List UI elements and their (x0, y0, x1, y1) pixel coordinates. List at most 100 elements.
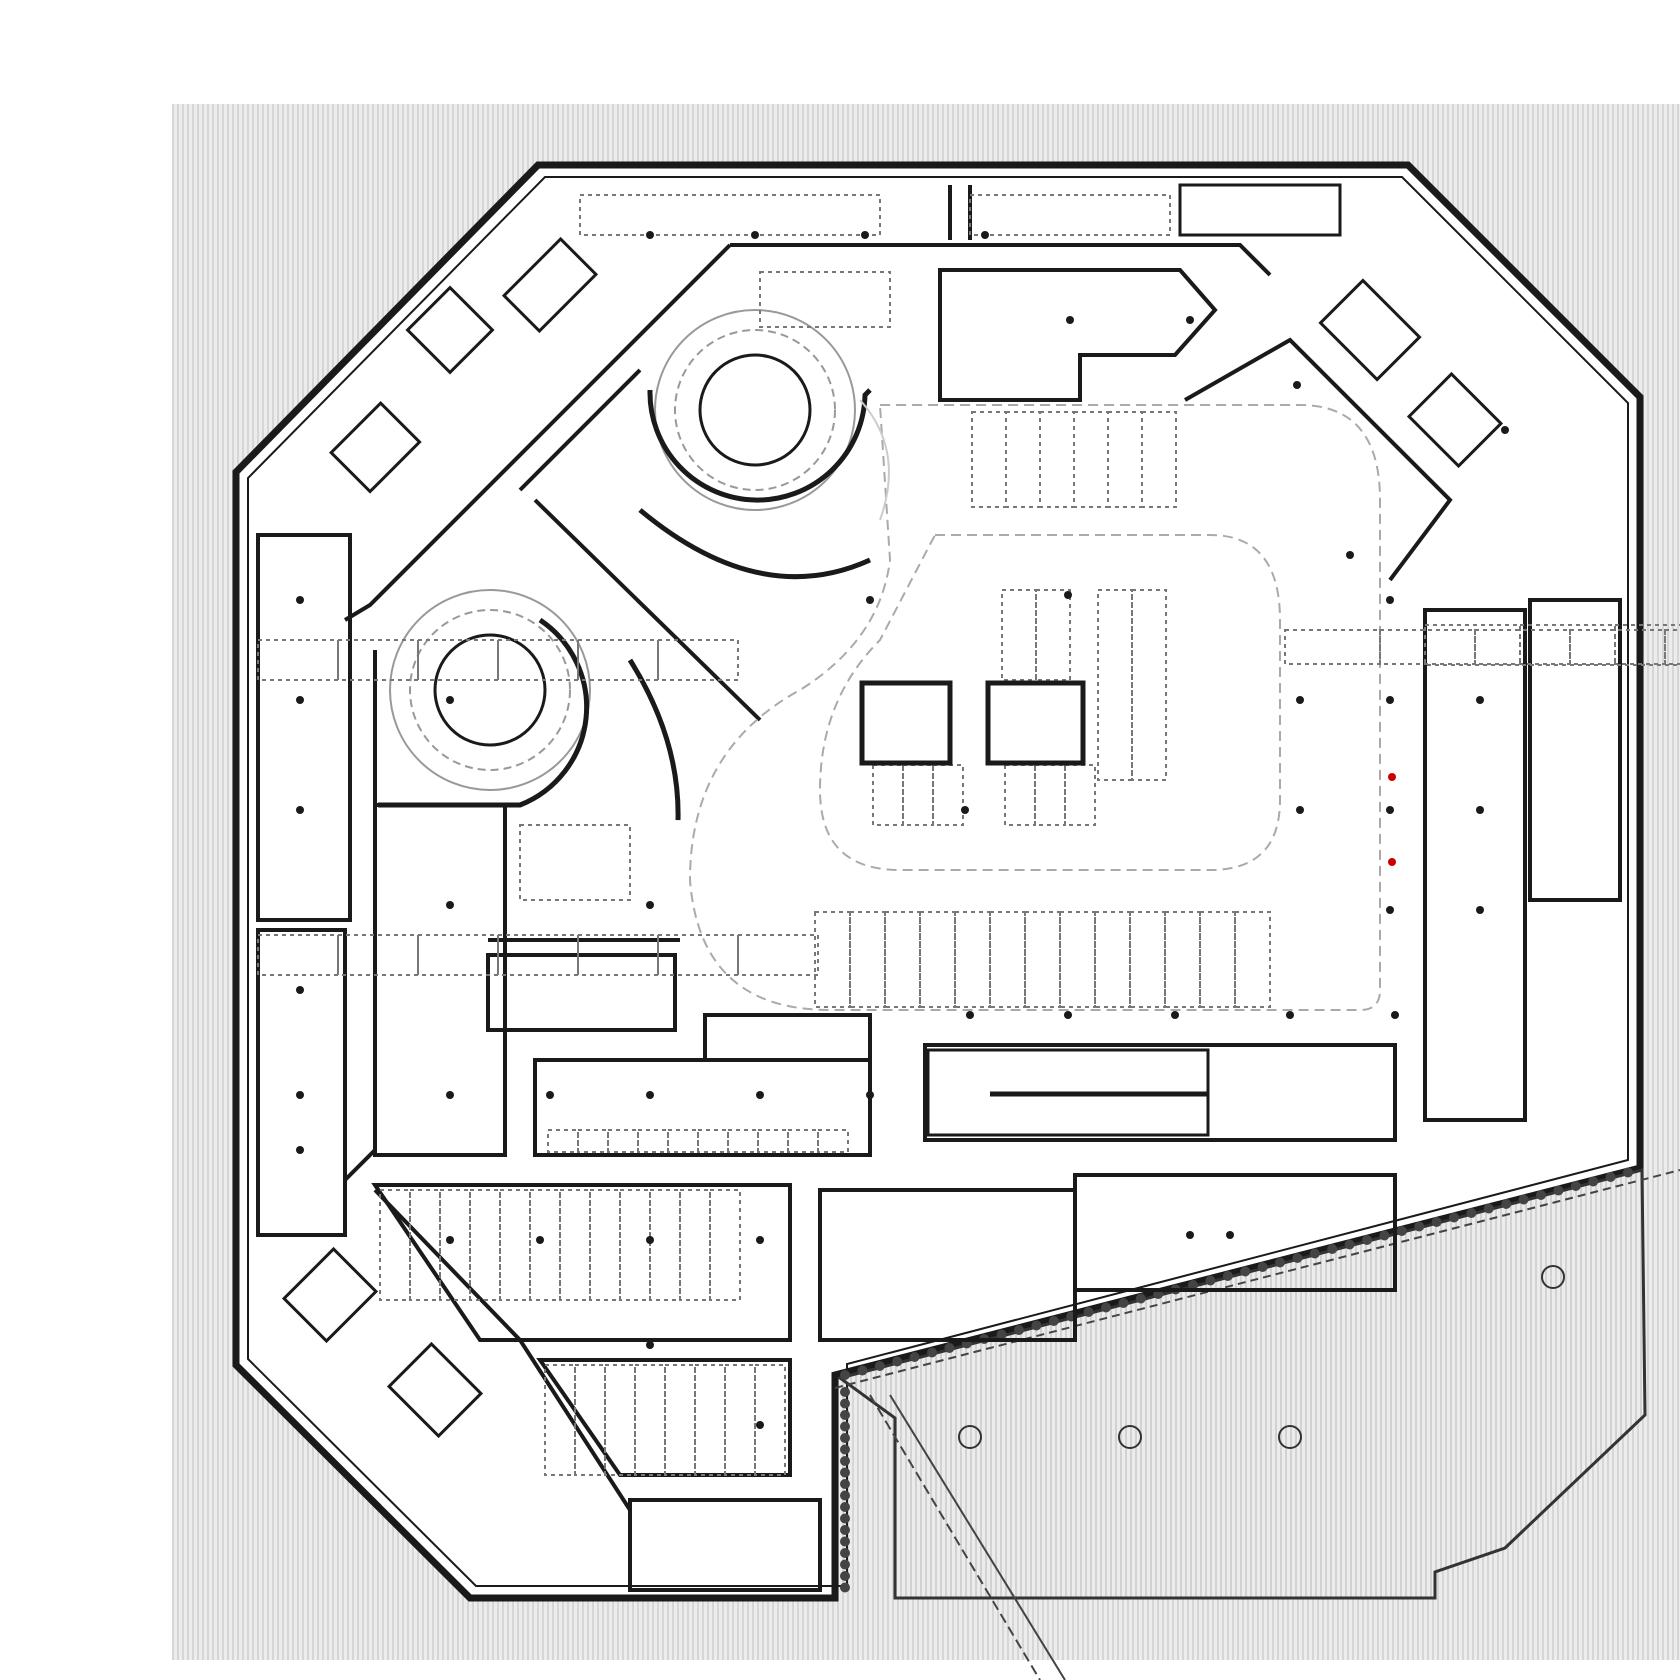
ramp-core (433, 633, 547, 747)
parking-stall (759, 271, 891, 328)
column (296, 1091, 304, 1099)
tree (1483, 1203, 1494, 1214)
parking-stall (932, 764, 964, 826)
parking-stall (589, 1189, 621, 1301)
parking-stall (757, 1129, 789, 1153)
parking-stall (754, 1364, 786, 1476)
tree (1205, 1275, 1216, 1286)
terrace-columns (958, 1265, 1565, 1449)
parking-stall (902, 764, 934, 826)
outer-wall (232, 161, 1644, 1602)
column (756, 1091, 764, 1099)
parking-stall (559, 1189, 591, 1301)
tree (840, 1387, 850, 1397)
path-line (869, 1394, 1041, 1680)
tree (1327, 1244, 1338, 1254)
parking-stall (409, 1189, 441, 1301)
tree (1101, 1302, 1111, 1313)
parking-stall (649, 1189, 681, 1301)
tree (840, 1433, 850, 1443)
column (546, 1091, 554, 1099)
parking-stall (579, 194, 881, 236)
ramp-core (698, 353, 812, 467)
column (981, 231, 989, 239)
parking-stall (969, 194, 1171, 236)
parking-stall (1024, 911, 1061, 1008)
parking-stall (544, 1364, 576, 1476)
circulation-lanes (688, 399, 1381, 1011)
tree (1048, 1316, 1059, 1326)
column (646, 1236, 654, 1244)
parking-stall (989, 911, 1026, 1008)
spiral-ramps (378, 309, 872, 821)
internal-walls (256, 185, 1622, 1592)
parking-stall (694, 1364, 726, 1476)
column (1391, 1011, 1399, 1019)
tree (1570, 1181, 1581, 1191)
column (1226, 1231, 1234, 1239)
parking-stall (872, 764, 904, 826)
tree (840, 1398, 850, 1409)
column (536, 1236, 544, 1244)
parking-stall (577, 1129, 609, 1153)
parking-stall (1129, 911, 1166, 1008)
rooms-left (281, 183, 1504, 1439)
red-markers (1388, 773, 1396, 866)
parking-stall (737, 934, 819, 976)
column (866, 596, 874, 604)
column (1386, 806, 1394, 814)
tree (1588, 1176, 1599, 1187)
parking-stall (724, 1364, 756, 1476)
column (646, 1341, 654, 1349)
column (961, 806, 969, 814)
column (296, 596, 304, 604)
column (1296, 806, 1304, 814)
columns (296, 231, 1509, 1429)
column (1064, 1011, 1072, 1019)
path-line (889, 1394, 1066, 1680)
tree (840, 1525, 850, 1535)
parking-stall (619, 1189, 651, 1301)
column (966, 1011, 974, 1019)
column (446, 696, 454, 704)
column (1501, 426, 1509, 434)
tree (1536, 1190, 1546, 1200)
tree (1379, 1230, 1390, 1241)
tree (1240, 1266, 1251, 1277)
parking-stall (814, 911, 851, 1008)
parking-stall (1001, 589, 1037, 681)
parking-stall (379, 1189, 411, 1301)
parking-stall (1614, 624, 1680, 666)
parking-stall (1035, 589, 1071, 681)
tree (1605, 1172, 1616, 1182)
tree (840, 1456, 850, 1466)
tree (996, 1329, 1007, 1340)
parking-stall (664, 1364, 696, 1476)
column (446, 1236, 454, 1244)
tree (874, 1361, 885, 1371)
parking-stall (1131, 589, 1167, 781)
parking-stall (439, 1189, 471, 1301)
tree (840, 1467, 850, 1478)
tree (1466, 1208, 1477, 1218)
tree (1222, 1271, 1233, 1281)
tree (840, 1410, 850, 1420)
column (1386, 906, 1394, 914)
column (1476, 696, 1484, 704)
tree-row (840, 1167, 1633, 1593)
tree (1031, 1320, 1042, 1331)
parking-stall (547, 1129, 579, 1153)
column (1476, 906, 1484, 914)
column (646, 231, 654, 239)
tree (1135, 1293, 1146, 1304)
cores (859, 680, 1210, 1137)
parking-stall (469, 1189, 501, 1301)
tree (840, 1370, 850, 1380)
tree (1553, 1185, 1564, 1196)
tree (1309, 1248, 1320, 1259)
parking-stall (954, 911, 991, 1008)
tree (857, 1365, 868, 1376)
parking-stall (817, 1129, 849, 1153)
tree (1292, 1253, 1303, 1263)
